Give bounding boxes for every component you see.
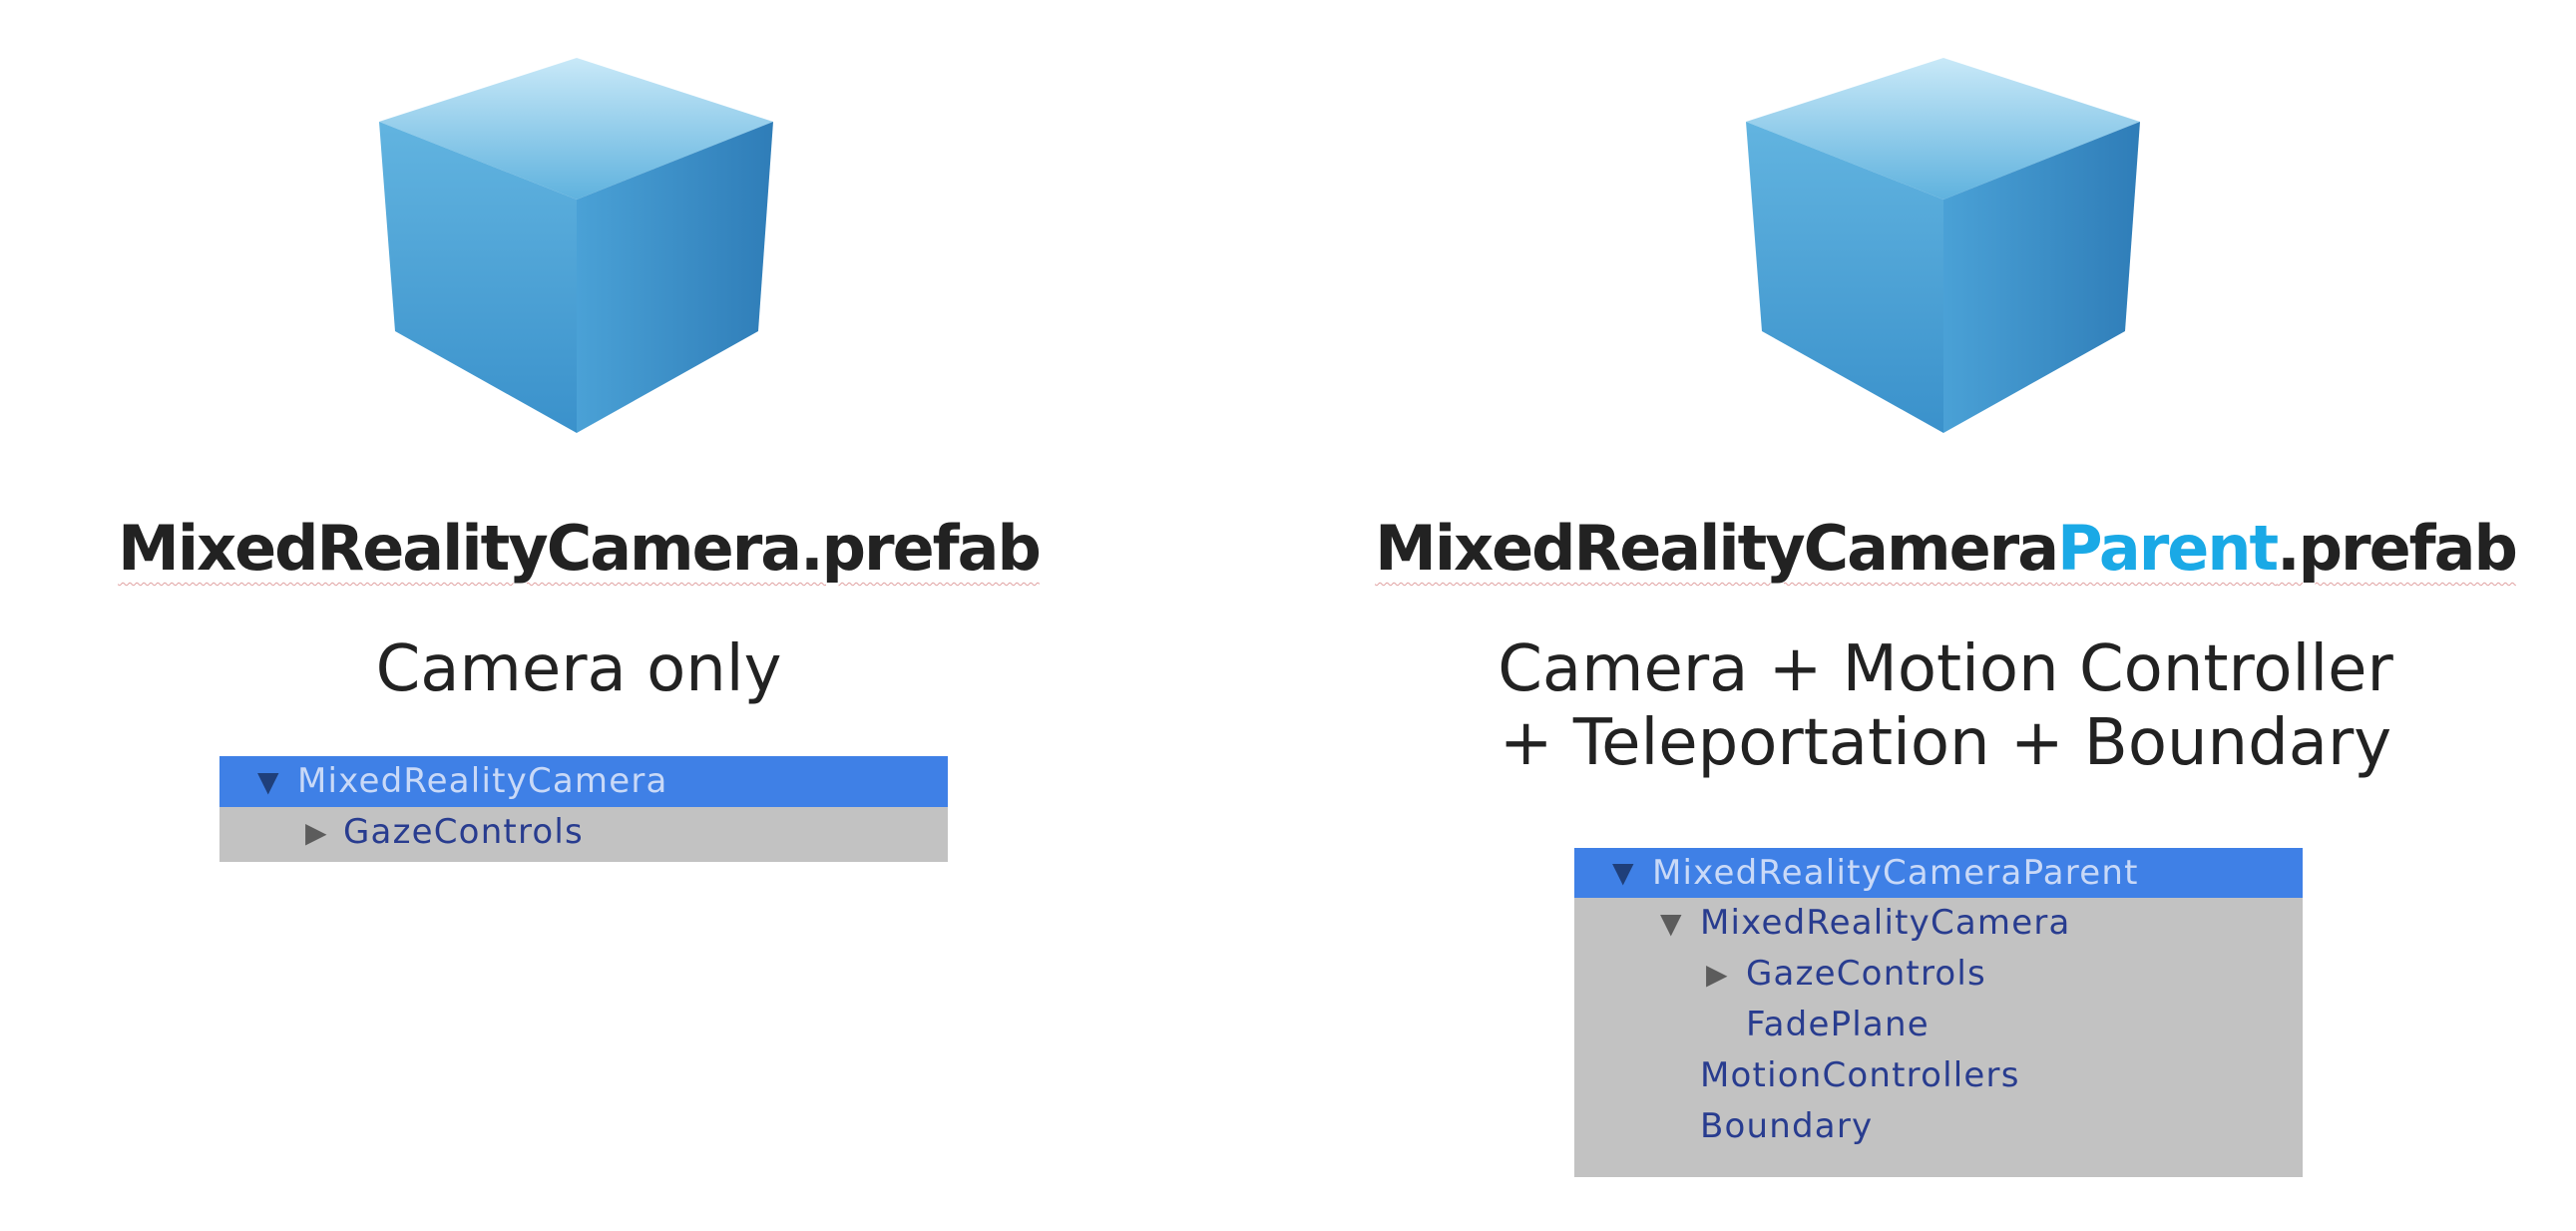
tree-item-label: MixedRealityCamera	[297, 761, 668, 801]
title-prefix: MixedRealityCamera	[1375, 512, 2059, 585]
expand-arrow-icon[interactable]: ▼	[1660, 907, 1683, 940]
left-description-line: Camera only	[375, 632, 782, 706]
right-prefab-title: MixedRealityCameraParent.prefab	[1357, 509, 2534, 589]
cube-icon	[379, 58, 773, 433]
cube-icon	[1746, 58, 2140, 433]
expand-arrow-icon[interactable]: ▼	[257, 765, 280, 798]
title-suffix: .prefab	[2277, 512, 2518, 585]
right-description-line: + Teleportation + Boundary	[1499, 706, 2392, 780]
tree-item-motioncontrollers[interactable]: MotionControllers	[1574, 1050, 2303, 1101]
tree-item-gazecontrols[interactable]: ▶ GazeControls	[1574, 949, 2303, 1000]
tree-item-label: FadePlane	[1746, 1005, 1930, 1044]
right-description-line: Camera + Motion Controller	[1498, 632, 2393, 706]
tree-item-mixedrealitycamera[interactable]: ▼ MixedRealityCamera	[1574, 898, 2303, 949]
right-prefab-description: Camera + Motion Controller + Teleportati…	[1357, 632, 2534, 780]
tree-item-boundary[interactable]: Boundary	[1574, 1101, 2303, 1152]
left-hierarchy-panel: ▼ MixedRealityCamera ▶ GazeControls	[219, 756, 948, 862]
tree-item-mixedrealitycamera[interactable]: ▼ MixedRealityCamera	[219, 756, 948, 807]
tree-item-label: Boundary	[1700, 1106, 1874, 1146]
tree-item-label: MixedRealityCamera	[1700, 903, 2071, 943]
collapsed-arrow-icon[interactable]: ▶	[1706, 958, 1729, 991]
tree-item-label: MotionControllers	[1700, 1055, 2020, 1095]
right-hierarchy-panel: ▼ MixedRealityCameraParent ▼ MixedRealit…	[1574, 848, 2303, 1177]
left-prefab-description: Camera only	[60, 632, 1097, 706]
tree-item-label: GazeControls	[1746, 954, 1986, 994]
collapsed-arrow-icon[interactable]: ▶	[305, 816, 328, 849]
title-accent: Parent	[2057, 512, 2279, 585]
tree-item-fadeplane[interactable]: FadePlane	[1574, 1000, 2303, 1050]
expand-arrow-icon[interactable]: ▼	[1612, 856, 1635, 889]
tree-item-gazecontrols[interactable]: ▶ GazeControls	[219, 807, 948, 858]
tree-item-label: MixedRealityCameraParent	[1652, 853, 2139, 893]
left-prefab-title: MixedRealityCamera.prefab	[118, 512, 1042, 585]
tree-item-mixedrealitycameraparent[interactable]: ▼ MixedRealityCameraParent	[1574, 848, 2303, 898]
tree-item-label: GazeControls	[343, 812, 584, 852]
